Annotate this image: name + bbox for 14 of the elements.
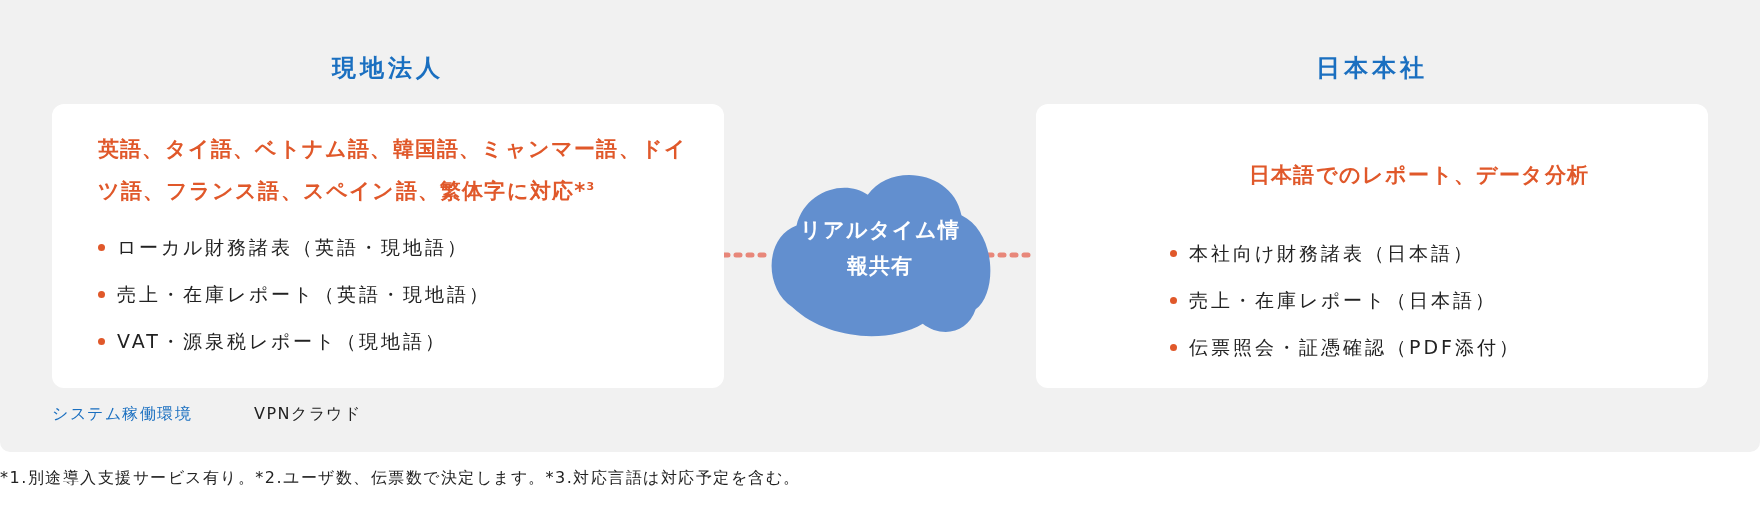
bullet-text: 売上・在庫レポート（英語・現地語）	[117, 282, 491, 307]
bullet-text: ローカル財務諸表（英語・現地語）	[117, 235, 469, 260]
card-heading: 現地法人	[330, 53, 445, 84]
card-heading: 日本本社	[1315, 53, 1429, 84]
environment-text: VPNクラウド	[254, 404, 362, 425]
footnote-text: *1.別途導入支援サービス有り。*2.ユーザ数、伝票数で決定します。*3.対応言語は対応予定を含む。	[0, 468, 801, 489]
bullet-text: 本社向け財務諸表（日本語）	[1189, 241, 1475, 266]
highlight-text: 日本語でのレポート、データ分析	[1248, 162, 1590, 189]
bullet-text: 伝票照会・証憑確認（PDF添付）	[1189, 335, 1522, 360]
cloud-label: リアルタイム情報共有	[800, 217, 960, 280]
bullet-text: VAT・源泉税レポート（現地語）	[117, 329, 447, 354]
highlight-text: 英語、タイ語、ベトナム語、韓国語、ミャンマー語、ドイツ語、フランス語、スペイン語、繁体字に対応*$^{3}$	[98, 136, 689, 205]
environment-label: システム稼働環境	[52, 404, 192, 425]
bullet-text: 売上・在庫レポート（日本語）	[1189, 288, 1497, 313]
